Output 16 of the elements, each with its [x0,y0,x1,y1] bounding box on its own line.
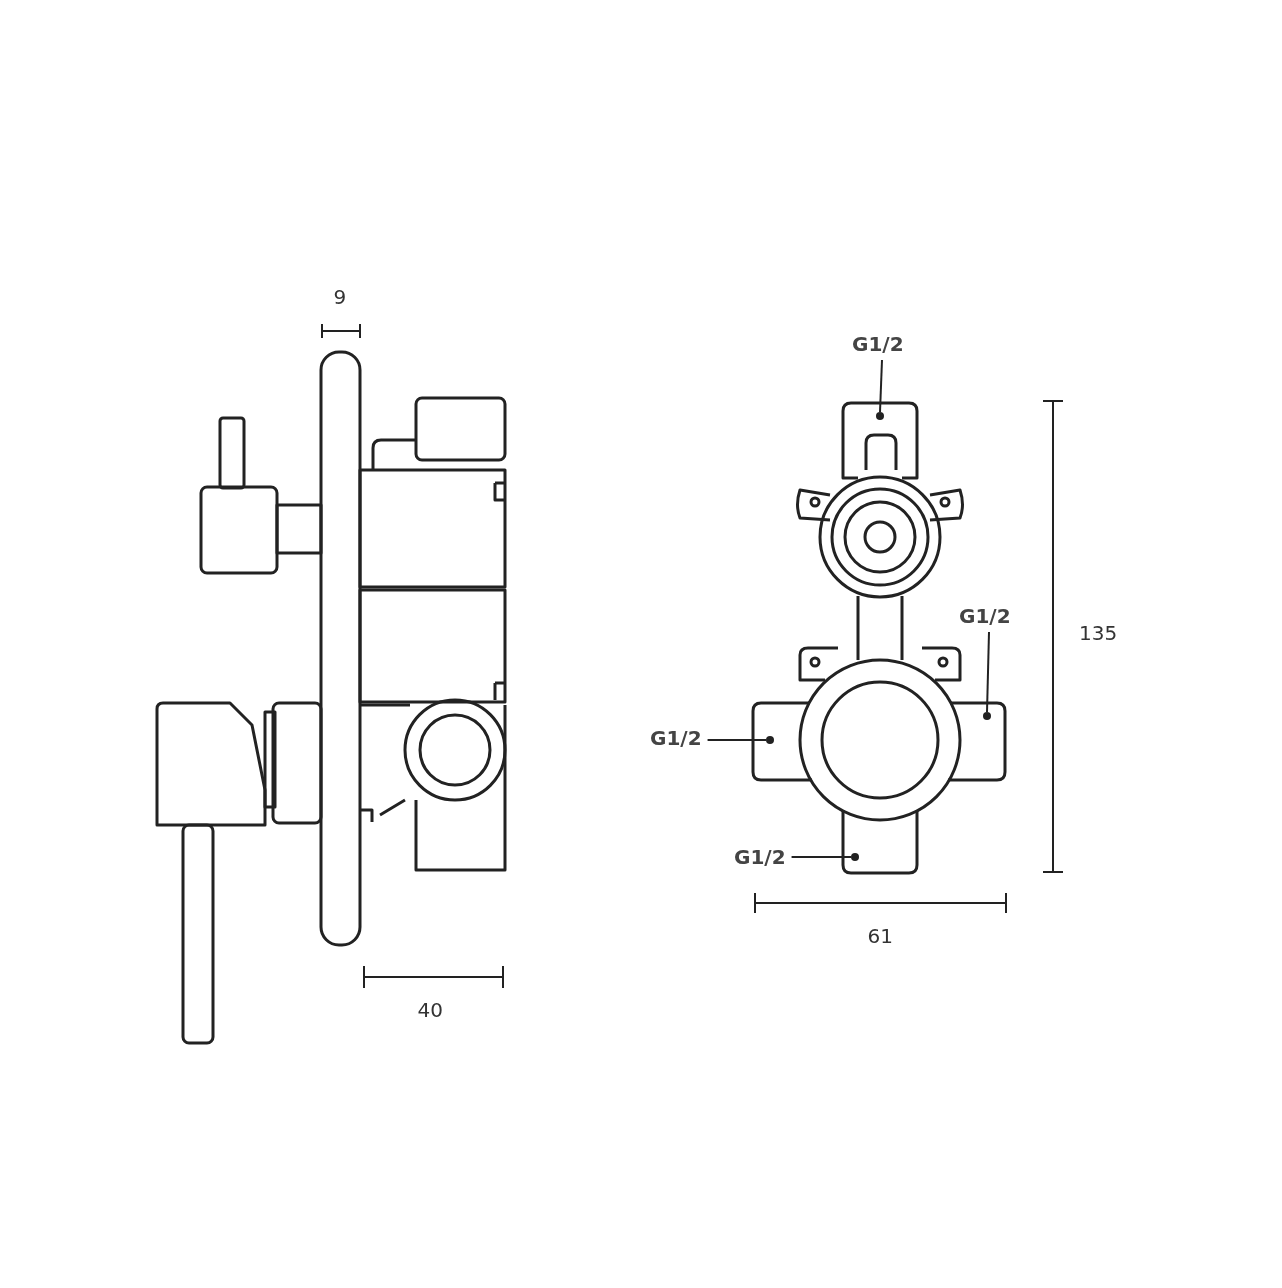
port-dot [876,412,884,420]
leader-line [790,856,852,858]
port-dot [983,712,991,720]
thread-size-label: G1/2 [734,845,786,869]
dimension-value: 135 [1079,621,1118,645]
leader-line [879,359,883,413]
thread-size-label: G1/2 [852,332,904,356]
dimension-value: 9 [333,285,347,309]
leader-line [706,739,767,741]
thread-size-label: G1/2 [650,726,702,750]
dimension-value: 61 [867,924,893,948]
port-dot [851,853,859,861]
dimension-value: 40 [417,998,443,1022]
port-dot [766,736,774,744]
leader-line [986,631,990,713]
thread-size-label: G1/2 [959,604,1011,628]
